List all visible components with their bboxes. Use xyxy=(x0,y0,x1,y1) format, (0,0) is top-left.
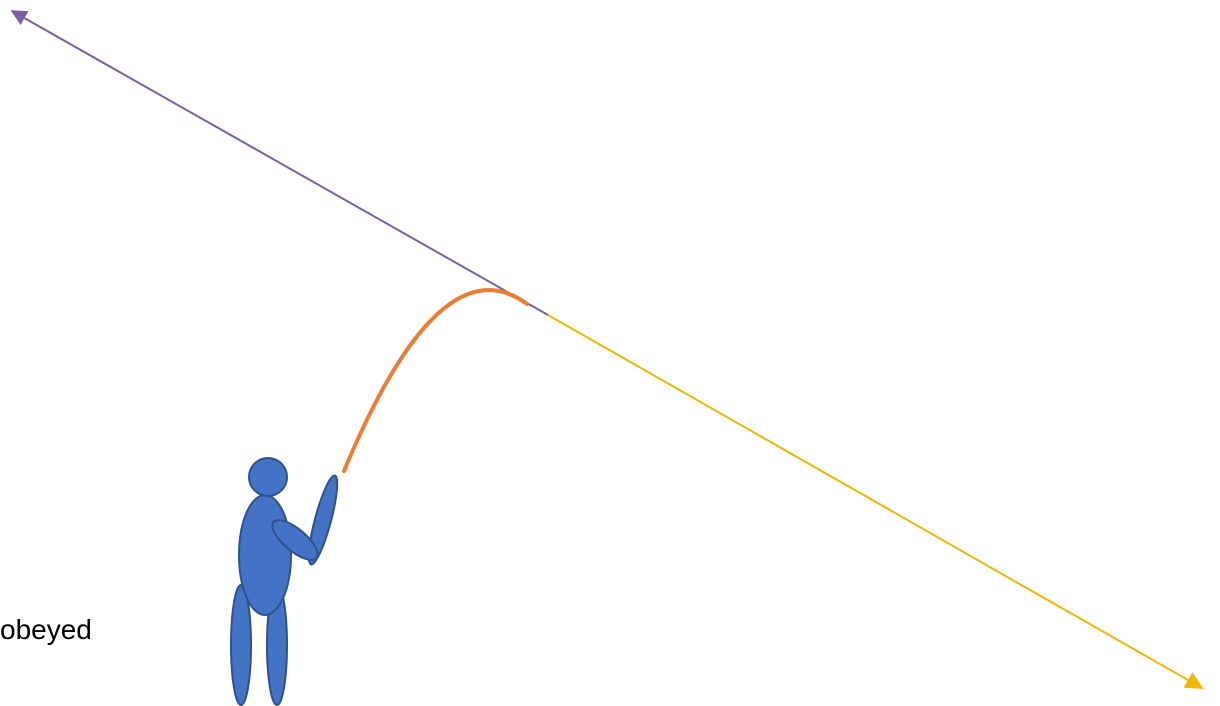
head-icon xyxy=(249,458,287,496)
torso-icon xyxy=(239,495,291,615)
caption-text: obeyed xyxy=(0,616,92,644)
purple-arrow-line xyxy=(12,11,548,315)
person-with-bat-icon xyxy=(231,458,343,705)
orange-trajectory-arc xyxy=(344,290,527,471)
yellow-arrow-line xyxy=(548,315,1202,688)
left-leg-icon xyxy=(231,585,251,705)
